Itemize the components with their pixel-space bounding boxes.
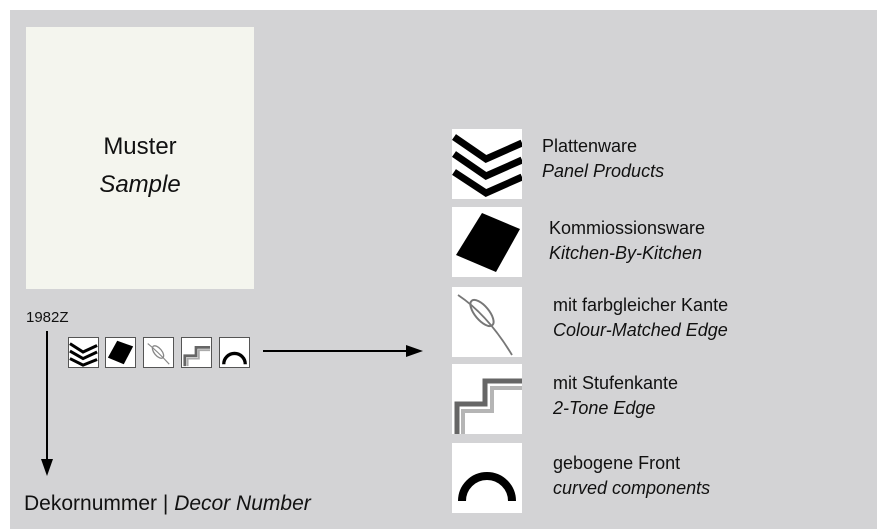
legend-label-kitchen-by-kitchen: Kommiossionsware Kitchen-By-Kitchen	[549, 218, 705, 264]
edge-curve-icon	[452, 287, 522, 357]
black-panel-icon	[452, 207, 522, 277]
legend-label-de: mit Stufenkante	[553, 373, 679, 393]
legend-label-colour-matched-edge: mit farbgleicher Kante Colour-Matched Ed…	[553, 295, 728, 341]
legend-label-de: Kommiossionsware	[549, 218, 706, 238]
sample-swatch: Muster Sample	[26, 27, 254, 289]
stepped-edge-icon	[181, 337, 212, 368]
legend-label-en: curved components	[553, 478, 711, 498]
decor-code: 1982Z	[26, 309, 69, 326]
legend-label-en: 2-Tone Edge	[553, 398, 656, 418]
caption-de: Dekornummer	[24, 492, 158, 515]
stepped-edge-icon	[452, 364, 522, 434]
legend-label-2-tone-edge: mit Stufenkante 2-Tone Edge	[553, 373, 678, 419]
sample-label-en: Sample	[99, 171, 181, 198]
legend-label-en: Colour-Matched Edge	[553, 320, 728, 340]
arch-icon	[452, 443, 522, 513]
chevron-stripes-icon	[452, 129, 522, 199]
legend-label-en: Panel Products	[542, 161, 665, 181]
caption-separator: |	[162, 492, 169, 515]
edge-curve-icon	[143, 337, 174, 368]
sample-label-de: Muster	[103, 133, 177, 160]
caption-en: Decor Number	[174, 492, 311, 515]
chevron-stripes-icon	[68, 337, 99, 368]
legend-label-de: gebogene Front	[553, 453, 681, 473]
black-panel-icon	[105, 337, 136, 368]
legend-label-panel-products: Plattenware Panel Products	[542, 136, 664, 182]
decor-number-caption: Dekornummer | Decor Number	[24, 492, 311, 516]
legend-label-en: Kitchen-By-Kitchen	[549, 243, 703, 263]
legend-label-de: mit farbgleicher Kante	[553, 295, 729, 315]
legend-label-curved-components: gebogene Front curved components	[553, 453, 710, 499]
arch-icon	[219, 337, 250, 368]
legend-label-de: Plattenware	[542, 136, 638, 156]
